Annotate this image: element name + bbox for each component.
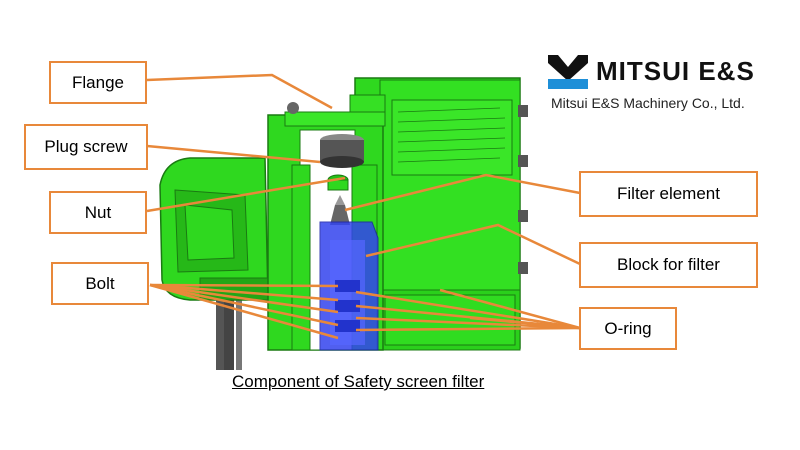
diagram-caption: Component of Safety screen filter — [232, 372, 485, 391]
label-plug-screw: Plug screw — [24, 124, 148, 170]
label-o-ring: O-ring — [579, 307, 677, 350]
company-name: Mitsui E&S Machinery Co., Ltd. — [551, 95, 745, 111]
brand-name: MITSUI E&S — [596, 56, 755, 86]
label-bolt: Bolt — [51, 262, 149, 305]
label-nut: Nut — [49, 191, 147, 234]
label-flange: Flange — [49, 61, 147, 104]
nut — [327, 174, 349, 191]
label-block-for-filter: Block for filter — [579, 242, 758, 288]
plug-screw — [320, 134, 364, 168]
label-filter-element: Filter element — [579, 171, 758, 217]
side-housing — [159, 157, 271, 301]
mitsui-logo-icon — [548, 55, 588, 89]
cable — [216, 290, 242, 370]
callout-lines — [146, 73, 581, 340]
